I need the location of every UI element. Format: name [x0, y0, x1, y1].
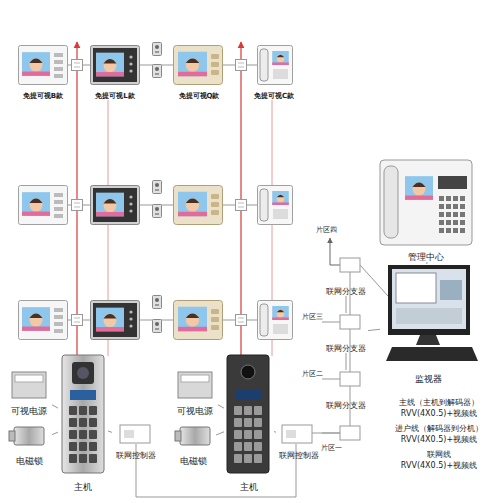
- device-label: 免提可视Q款: [179, 92, 220, 100]
- device-label: 主机: [74, 482, 92, 492]
- cable-note: 主线（主机到解码器）: [386, 398, 492, 407]
- device-label: 联网分支器: [326, 401, 366, 410]
- network-wires: [136, 238, 388, 497]
- device-label: 联网控制器: [116, 451, 156, 460]
- device-node: 电磁锁: [6, 422, 52, 466]
- monitor-computer: [386, 265, 478, 361]
- cable-note: RVV(4X0.5)+视频线: [386, 409, 492, 418]
- device-node: 联网分支器: [324, 370, 368, 410]
- power-supplies: [12, 372, 212, 398]
- device-label: 可视电源: [177, 406, 213, 416]
- device-label: 免提可视C款: [254, 92, 294, 100]
- cable-connector: [368, 329, 380, 330]
- device-node: 联网控制器: [276, 422, 322, 460]
- door-station-dark: [227, 355, 269, 473]
- device-node: 管理中心: [378, 158, 474, 262]
- device-label: 联网分支器: [326, 287, 366, 296]
- device-label: 电磁锁: [16, 456, 43, 466]
- device-label: 免提可视B款: [23, 92, 63, 100]
- device-node: 联网控制器: [112, 422, 160, 460]
- cable-connector: [108, 431, 112, 432]
- zone-label: 片区三: [302, 313, 323, 321]
- device-node: 联网分支器: [324, 313, 368, 353]
- device-node: 可视电源: [6, 368, 52, 416]
- door-station-silver: [62, 355, 104, 473]
- cable-note: 进户线（解码器到分机）: [386, 424, 492, 433]
- device-label: 电磁锁: [180, 456, 207, 466]
- cable-note: RVV(4X0.5)+视频线: [386, 435, 492, 444]
- cable-note: 联网线: [386, 450, 492, 459]
- floor-distributors: [72, 60, 247, 326]
- cable-connector: [52, 432, 58, 434]
- cable-connector: [274, 431, 276, 433]
- cable-connector: [346, 296, 347, 313]
- zone-label: 片区四: [316, 226, 337, 234]
- device-node: 电磁锁: [170, 422, 216, 466]
- device-node: 免提可视L款: [86, 44, 144, 100]
- device-node: 联网分支器: [324, 256, 368, 296]
- device-label: 可视电源: [11, 406, 47, 416]
- cable-connector: [218, 405, 224, 408]
- device-node: 可视电源: [172, 368, 218, 416]
- zone-label: 片区二: [302, 370, 323, 378]
- cable-note: RVV(4X0.5)+视频线: [386, 461, 492, 470]
- device-label: 免提可视L款: [95, 92, 134, 100]
- magnetic-locks: [9, 427, 210, 445]
- zone-label: 片区一: [321, 444, 342, 452]
- floor-wires: [68, 65, 257, 320]
- device-node: 主机: [58, 352, 108, 492]
- management-center: [380, 160, 472, 245]
- door-bells: [153, 43, 162, 333]
- device-label: 联网分支器: [326, 344, 366, 353]
- network-controllers: [120, 425, 312, 443]
- cable-connector: [52, 405, 58, 408]
- device-label: 监视器: [415, 374, 442, 384]
- device-node: 免提可视B款: [14, 44, 72, 100]
- device-label: 主机: [240, 482, 258, 492]
- cable-connector: [346, 353, 347, 370]
- device-label: 联网控制器: [279, 451, 319, 460]
- riser-wires: [77, 42, 272, 356]
- device-node: 监视器: [380, 264, 476, 384]
- device-label: 管理中心: [408, 252, 444, 262]
- indoor-monitors: [19, 46, 293, 340]
- cable-connector: [216, 432, 224, 435]
- cable-connector: [426, 262, 427, 264]
- device-node: 免提可视C款: [248, 44, 300, 100]
- device-node: 免提可视Q款: [170, 44, 228, 100]
- device-node: 主机: [224, 352, 274, 492]
